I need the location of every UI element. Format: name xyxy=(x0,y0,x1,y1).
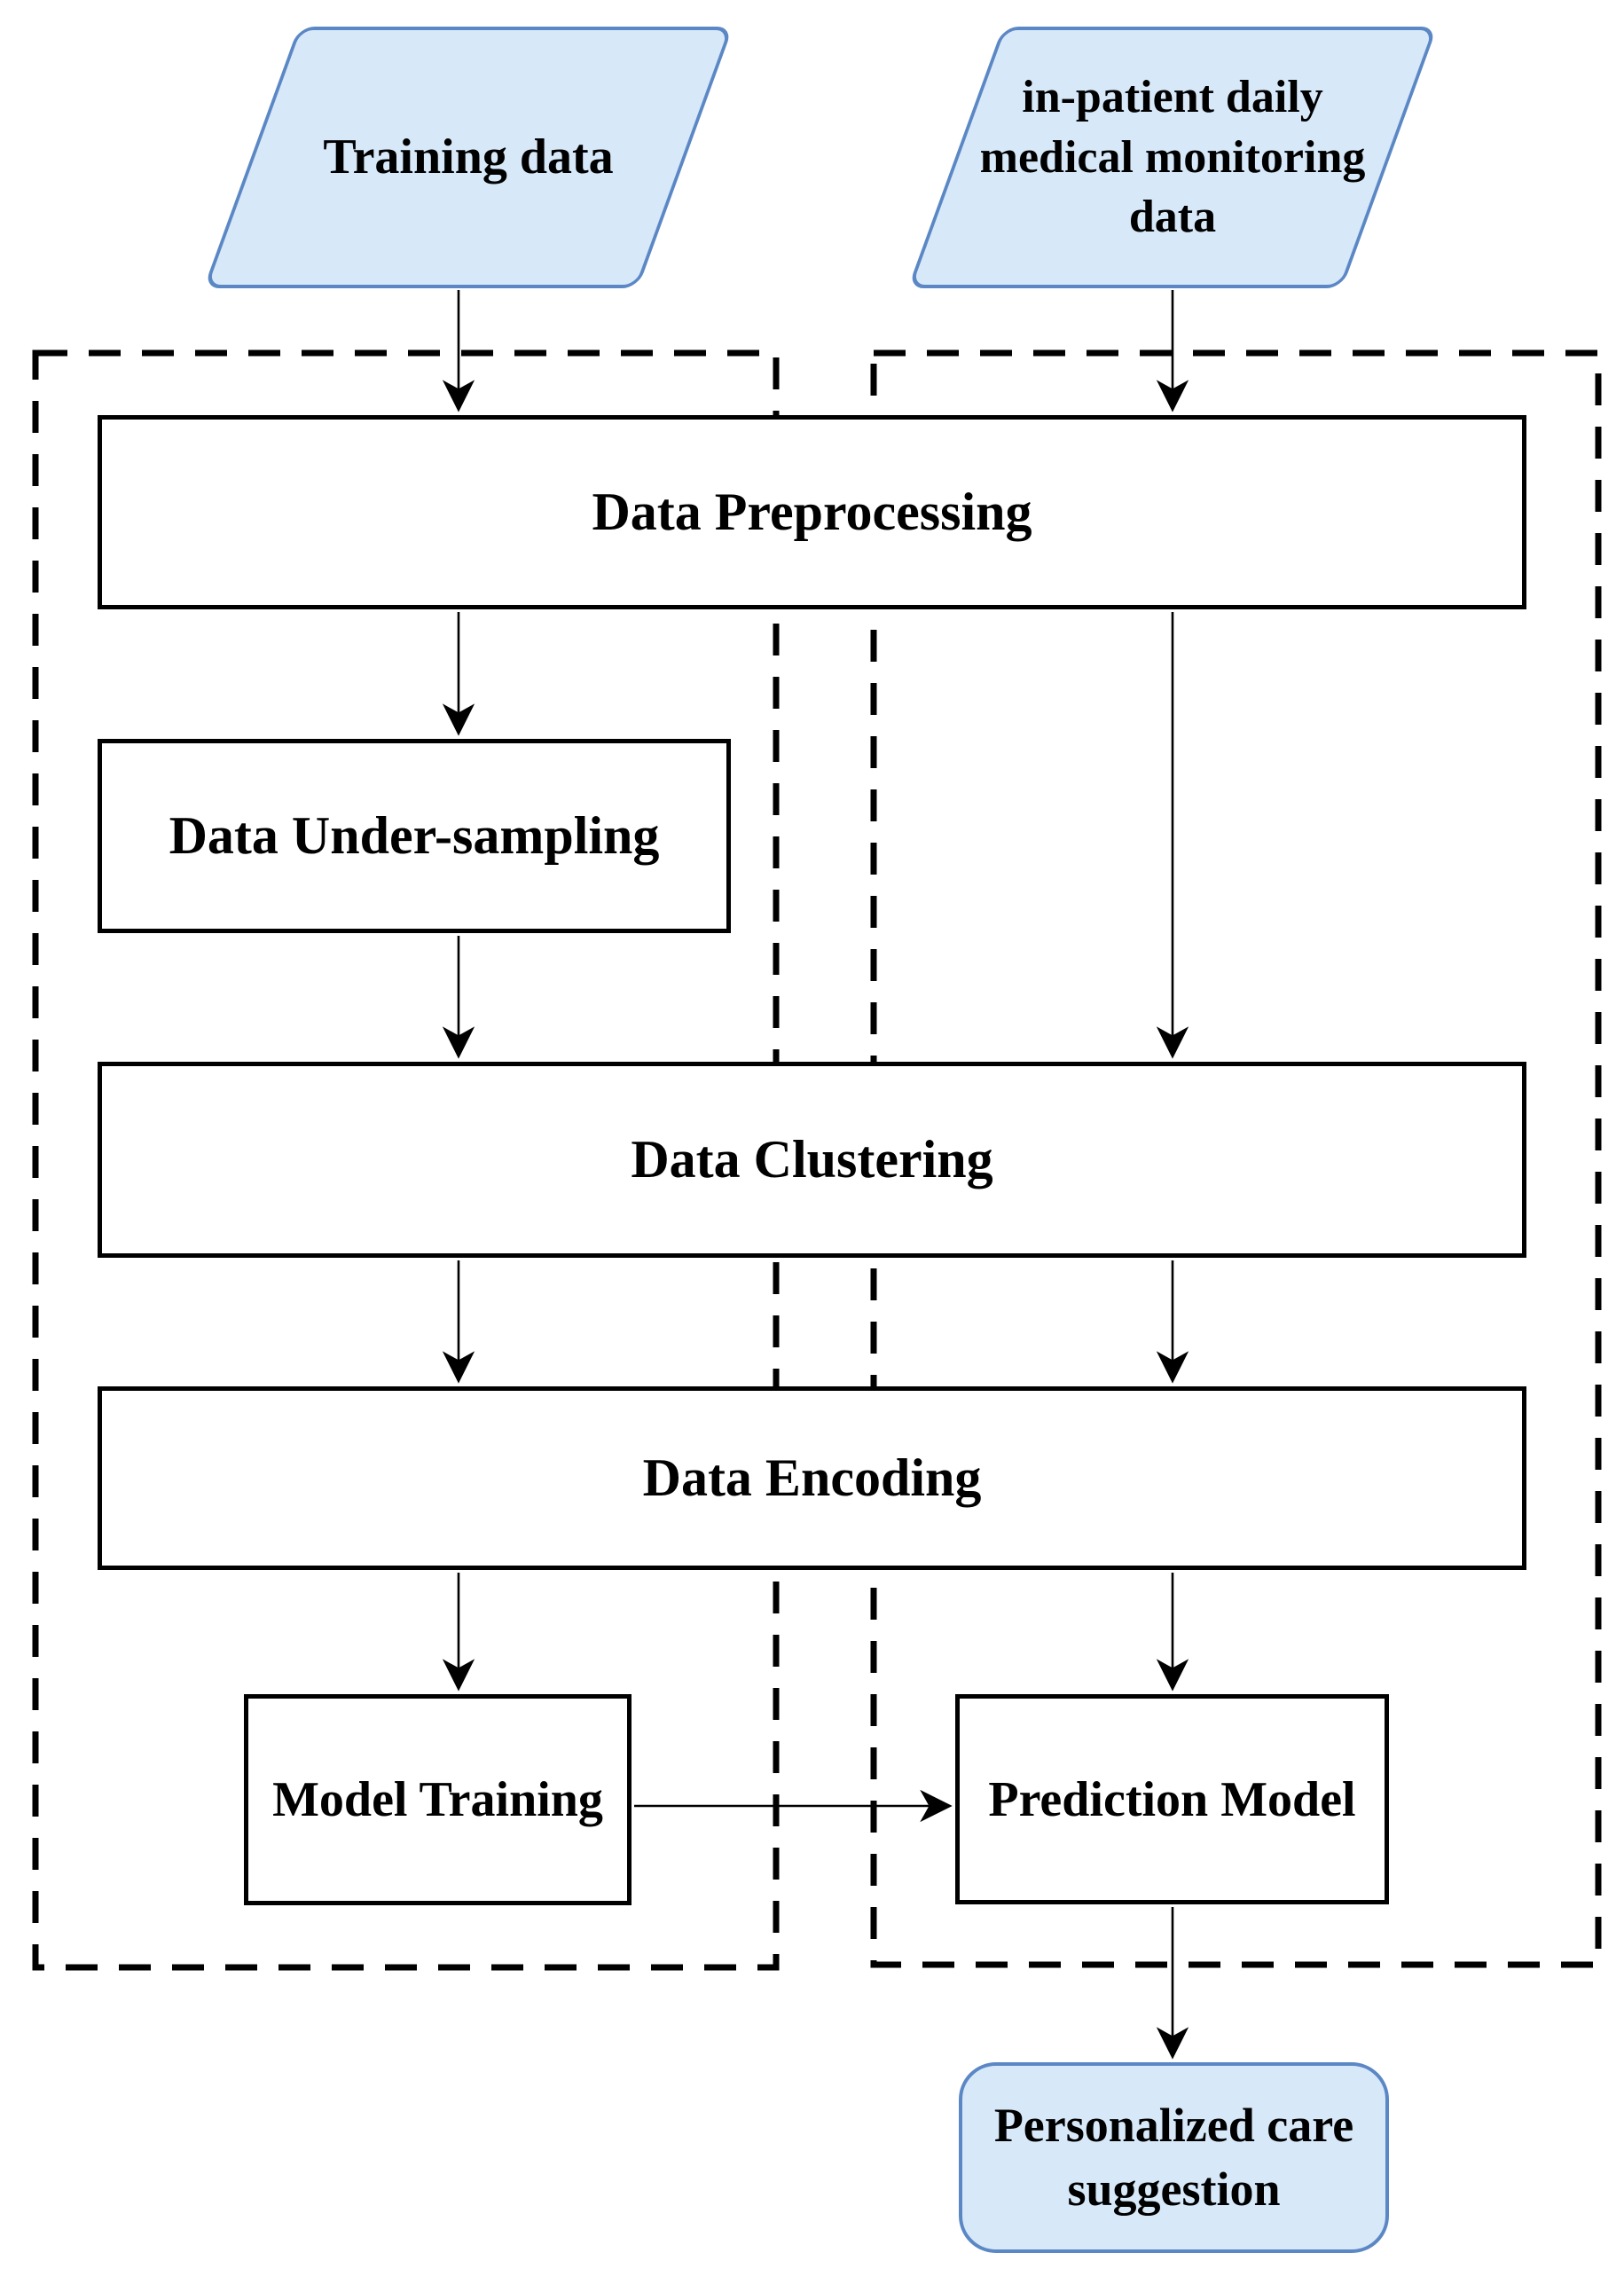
data-encoding-label: Data Encoding xyxy=(642,1448,982,1507)
prediction-model-label: Prediction Model xyxy=(988,1771,1356,1827)
data-clustering-label: Data Clustering xyxy=(631,1130,993,1189)
node-data-preprocessing: Data Preprocessing xyxy=(98,415,1526,609)
inpatient-data-label: in-patient daily medical monitoring data xyxy=(980,67,1366,247)
node-prediction-model: Prediction Model xyxy=(955,1694,1389,1904)
training-data-label: Training data xyxy=(323,130,614,185)
personalized-care-label-line2: suggestion xyxy=(1067,2162,1281,2216)
node-data-clustering: Data Clustering xyxy=(98,1062,1526,1258)
inpatient-data-label-line1: in-patient daily xyxy=(1022,72,1323,123)
inpatient-data-label-line2: medical monitoring xyxy=(979,131,1366,183)
model-training-label: Model Training xyxy=(272,1772,603,1827)
personalized-care-label: Personalized care suggestion xyxy=(994,2094,1353,2221)
personalized-care-label-line1: Personalized care xyxy=(993,2099,1354,2153)
node-data-under-sampling: Data Under-sampling xyxy=(98,739,731,933)
data-under-sampling-label: Data Under-sampling xyxy=(169,806,660,865)
inpatient-data-label-line3: data xyxy=(1128,192,1217,243)
node-model-training: Model Training xyxy=(244,1694,632,1905)
node-personalized-care: Personalized care suggestion xyxy=(959,2062,1389,2253)
node-training-data: Training data xyxy=(203,27,734,288)
data-preprocessing-label: Data Preprocessing xyxy=(592,483,1032,541)
node-inpatient-data: in-patient daily medical monitoring data xyxy=(907,27,1438,288)
node-data-encoding: Data Encoding xyxy=(98,1386,1526,1570)
